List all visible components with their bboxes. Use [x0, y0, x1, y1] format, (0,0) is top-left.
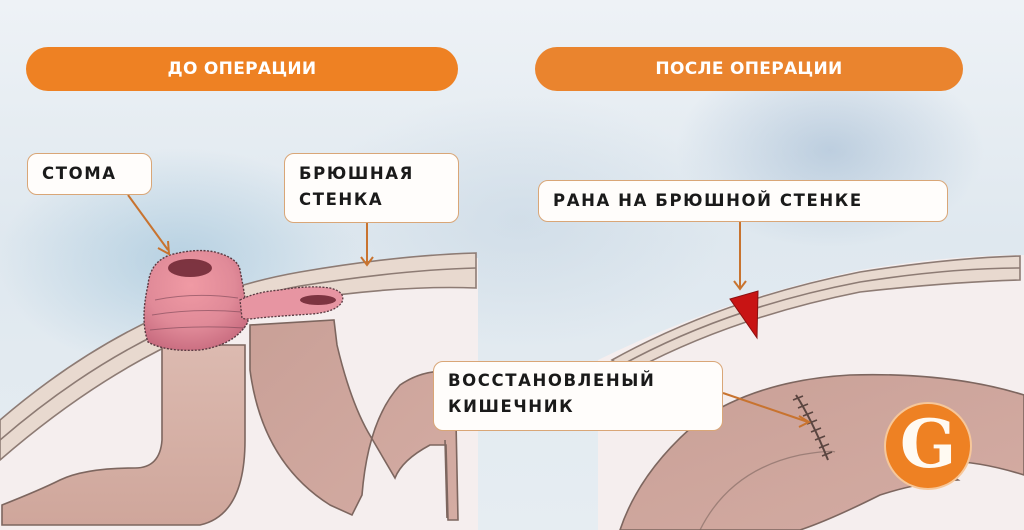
brand-logo-icon: G: [884, 402, 972, 490]
suture-line: [795, 394, 829, 461]
wound-label-text: РАНА НА БРЮШНОЙ СТЕНКЕ: [553, 191, 863, 210]
bowel-pointer: [722, 392, 809, 423]
wound-marker: [729, 290, 759, 340]
stoma-secondary: [239, 286, 344, 320]
restored-bowel-label-line1: ВОССТАНОВЛЕНЫЙ: [448, 371, 656, 390]
abdominal-wall-label-line1: БРЮШНАЯ: [299, 164, 414, 183]
stoma-label: СТОМА: [27, 153, 152, 195]
abdominal-wall-label-line2: СТЕНКА: [299, 190, 384, 209]
stoma-pointer: [127, 194, 169, 251]
restored-bowel-label-line2: КИШЕЧНИК: [448, 397, 575, 416]
after-surgery-title: ПОСЛЕ ОПЕРАЦИИ: [655, 59, 843, 79]
stoma-opening: [168, 259, 212, 277]
restored-bowel-label: ВОССТАНОВЛЕНЫЙ КИШЕЧНИК: [433, 361, 723, 431]
stoma-label-text: СТОМА: [42, 164, 117, 183]
stoma: [143, 249, 249, 352]
logo-letter: G: [899, 405, 957, 483]
before-illustration: [0, 194, 478, 530]
before-surgery-title: ДО ОПЕРАЦИИ: [167, 59, 317, 79]
bowel-segment-middle: [249, 319, 459, 521]
bowel-segment-left: [1, 344, 246, 526]
before-surgery-heading: ДО ОПЕРАЦИИ: [26, 47, 458, 91]
abdominal-wall-label: БРЮШНАЯ СТЕНКА: [284, 153, 459, 223]
after-surgery-heading: ПОСЛЕ ОПЕРАЦИИ: [535, 47, 963, 91]
wound-label: РАНА НА БРЮШНОЙ СТЕНКЕ: [538, 180, 948, 222]
